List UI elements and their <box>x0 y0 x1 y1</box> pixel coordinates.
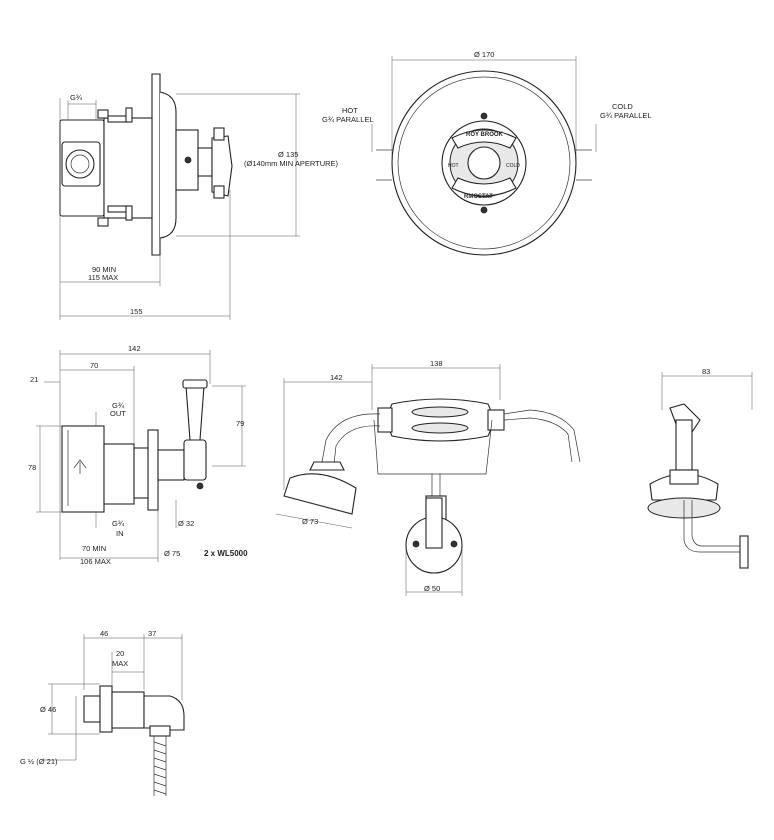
cold-mark-text: COLD <box>506 163 520 169</box>
in-label: IN <box>116 529 124 538</box>
brand-top-text: ROY BROOK <box>466 132 504 138</box>
total-depth-label: 155 <box>130 307 143 316</box>
depth-min-label-2: 70 MIN <box>82 544 106 553</box>
outlet-width-46-label: 46 <box>100 629 108 638</box>
valve-side-view <box>59 73 300 320</box>
hot-label: HOT <box>342 106 358 115</box>
cold-thread-label: G¾ PARALLEL <box>600 111 652 120</box>
quantity-note: 2 x WL5000 <box>204 549 248 558</box>
head-diameter-label: Ø 73 <box>302 517 318 526</box>
out-thread-label: G¾ <box>112 401 125 410</box>
width-70-label: 70 <box>90 361 98 370</box>
in-thread-label: G¾ <box>112 519 125 528</box>
depth-max-label-2: 106 MAX <box>80 557 111 566</box>
depth-min-label: 90 MIN <box>92 265 116 274</box>
height-78-label: 78 <box>28 463 36 472</box>
outlet-max-20-label: 20 <box>116 649 124 658</box>
valve-front-view <box>371 56 597 256</box>
height-79-label: 79 <box>236 419 244 428</box>
hot-mark-text: HOT <box>448 163 459 169</box>
outlet-max-label: MAX <box>112 659 128 668</box>
aperture-label: (Ø140mm MIN APERTURE) <box>244 159 339 168</box>
plate-diameter-label: Ø 135 <box>278 150 298 159</box>
head-width-83-label: 83 <box>702 367 710 376</box>
diverter-side-view <box>36 350 246 562</box>
depth-max-label: 115 MAX <box>88 273 118 282</box>
inlet-thread-label: G¾ <box>70 93 83 102</box>
hot-thread-label: G¾ PARALLEL <box>322 115 374 124</box>
offset-21-label: 21 <box>30 375 38 384</box>
outlet-diameter-46-label: Ø 46 <box>40 705 56 714</box>
cold-label: COLD <box>612 102 633 111</box>
dia-75-label: Ø 75 <box>164 549 180 558</box>
handset-width-138-label: 138 <box>430 359 443 368</box>
fixed-head-view <box>647 372 753 569</box>
outlet-thread-label: G ½ (Ø 21) <box>20 757 58 766</box>
handset-cradle-view <box>275 364 581 596</box>
outlet-width-37-label: 37 <box>148 629 156 638</box>
wall-outlet-view <box>44 634 185 796</box>
front-plate-diameter-label: Ø 170 <box>474 50 494 59</box>
bracket-diameter-label: Ø 50 <box>424 584 440 593</box>
dia-32-label: Ø 32 <box>178 519 194 528</box>
out-label: OUT <box>110 409 126 418</box>
brand-bottom-text: RMOSTAT <box>464 194 493 200</box>
handset-width-142-label: 142 <box>330 373 343 382</box>
overall-width-label: 142 <box>128 344 141 353</box>
